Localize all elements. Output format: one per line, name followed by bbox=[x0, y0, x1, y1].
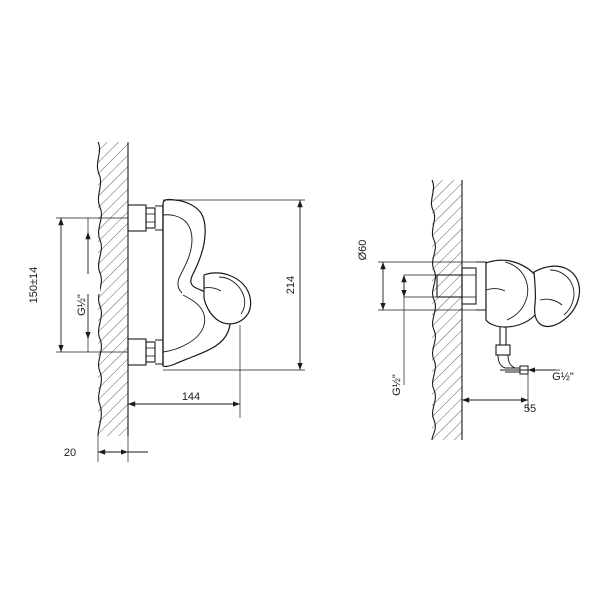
mixer-body-side bbox=[485, 259, 544, 328]
dimension-thread-side-inlet: G½" bbox=[391, 275, 407, 396]
wall-section-front bbox=[96, 141, 129, 437]
dimension-projection: 144 bbox=[128, 391, 240, 407]
lower-inlet-connector-front bbox=[127, 338, 164, 366]
dimension-label-thread-side-inlet: G½" bbox=[391, 374, 403, 396]
side-view: Ø60 G½" G½" 55 bbox=[352, 179, 581, 441]
dimension-label-214: 214 bbox=[285, 276, 297, 294]
dimension-label-55: 55 bbox=[524, 403, 536, 415]
dimension-escutcheon-diameter: Ø60 bbox=[352, 222, 386, 310]
front-view: 150±14 G½" 214 144 20 bbox=[28, 141, 305, 462]
dimension-outlet-offset: 55 bbox=[462, 397, 536, 415]
dimension-inlet-spacing: 150±14 bbox=[28, 218, 64, 352]
outlet-connection-side bbox=[495, 327, 529, 375]
dimension-thread-front: G½" bbox=[76, 232, 100, 339]
dimension-label-thread-side-outlet: G½" bbox=[552, 371, 574, 383]
dimension-height-overall: 214 bbox=[285, 200, 303, 370]
dimension-label-20: 20 bbox=[64, 447, 76, 459]
lever-handle-front bbox=[203, 272, 252, 325]
lever-handle-side bbox=[533, 265, 581, 328]
dimension-label-144: 144 bbox=[182, 391, 200, 403]
dimension-label-150: 150±14 bbox=[28, 267, 40, 304]
dimension-wall-offset: 20 bbox=[64, 447, 148, 459]
dimension-label-thread-front: G½" bbox=[76, 294, 88, 316]
dimension-thread-side-outlet: G½" bbox=[500, 367, 574, 383]
extension-lines-front bbox=[56, 199, 305, 462]
upper-inlet-connector-front bbox=[127, 204, 164, 232]
dimension-label-diameter-60: Ø60 bbox=[357, 240, 369, 261]
